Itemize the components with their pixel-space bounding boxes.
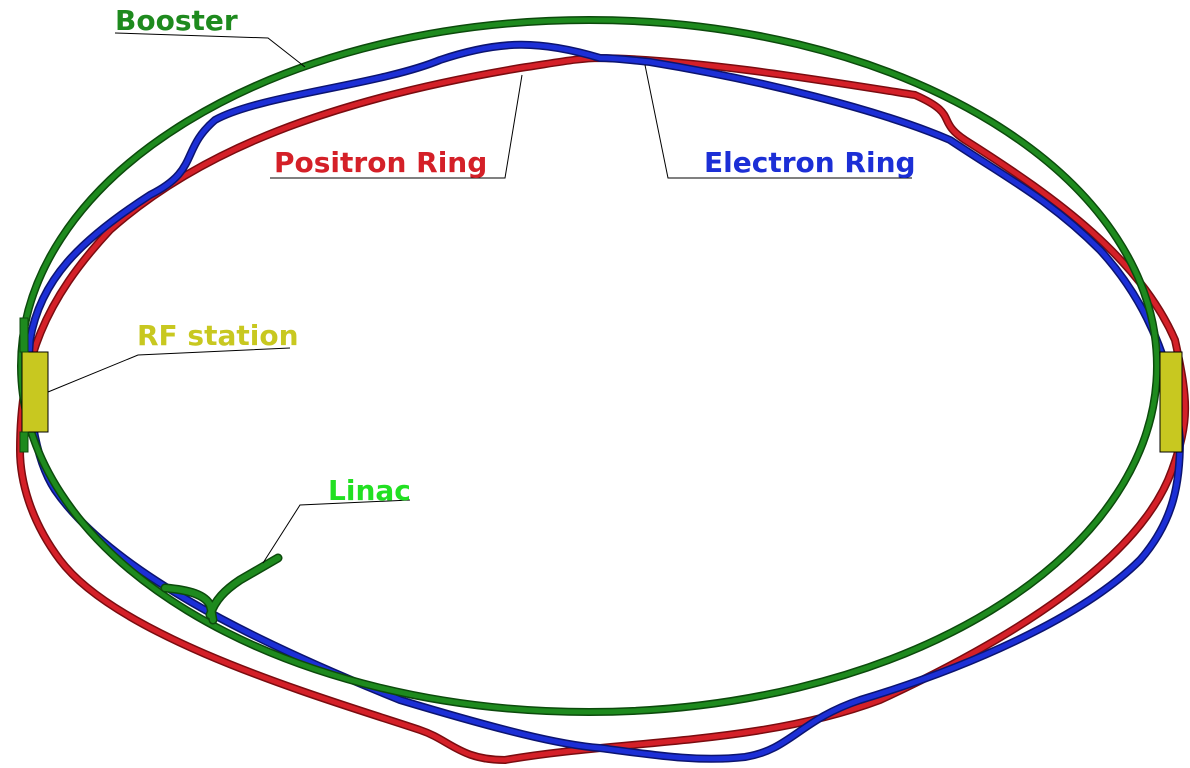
positron-leader xyxy=(270,74,523,179)
booster-leader xyxy=(114,32,306,68)
electron-ring-label: Electron Ring xyxy=(704,146,916,179)
booster-label: Booster xyxy=(115,4,238,37)
linac xyxy=(160,553,283,625)
linac-leader xyxy=(262,499,411,564)
leader-lines xyxy=(47,32,912,564)
booster-ring xyxy=(17,16,1161,716)
linac-label: Linac xyxy=(328,474,411,507)
rf-station-right xyxy=(1159,351,1183,453)
electron-leader xyxy=(644,64,912,179)
rf-station-leader xyxy=(47,347,291,393)
rf-station-left xyxy=(19,317,49,453)
electron-ring xyxy=(24,40,1184,763)
positron-ring-label: Positron Ring xyxy=(274,146,487,179)
rf-station-label: RF station xyxy=(137,319,299,352)
positron-ring xyxy=(16,54,1190,764)
